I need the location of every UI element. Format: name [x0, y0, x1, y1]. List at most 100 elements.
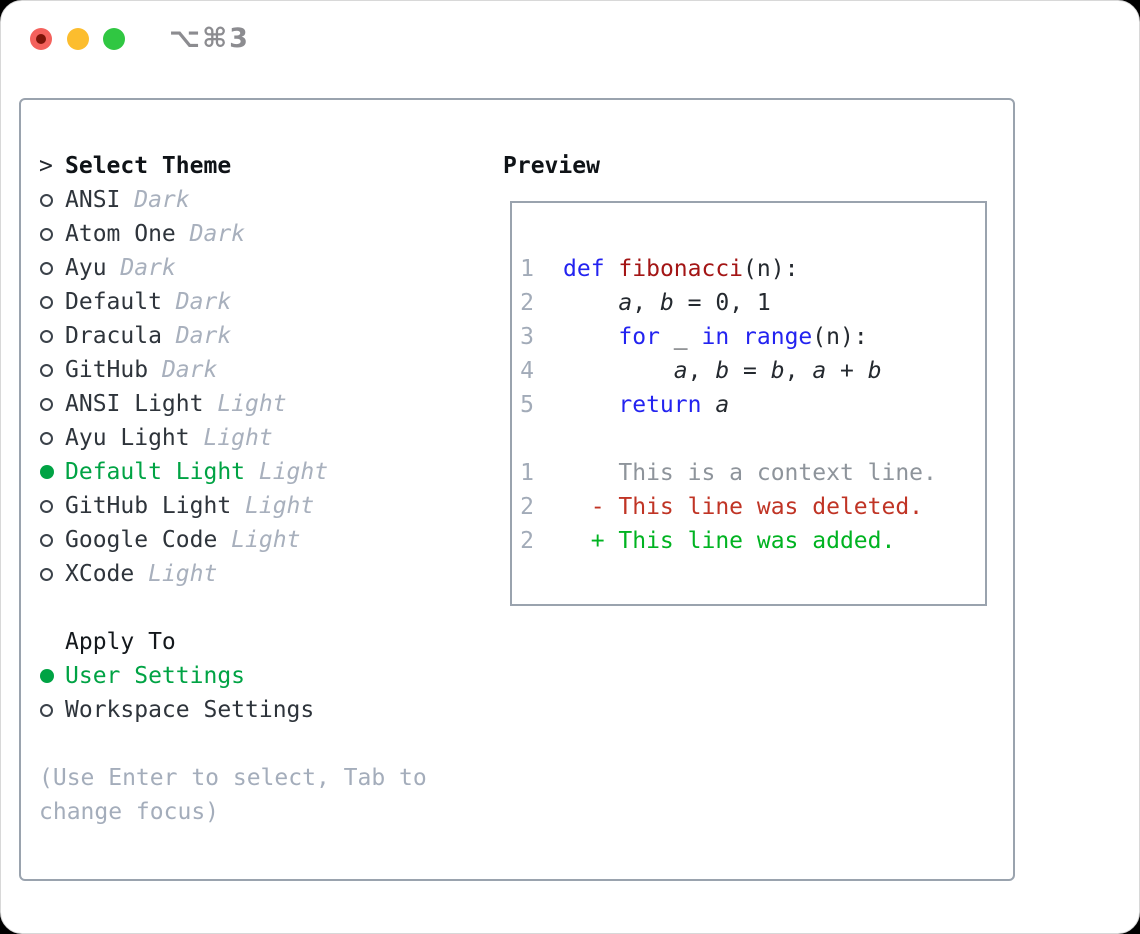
- code-segment-pl: =: [729, 358, 771, 384]
- titlebar: ⌥⌘3: [1, 1, 1139, 61]
- theme-option-github[interactable]: GitHub Dark: [39, 353, 489, 387]
- code-segment-kw: return: [618, 392, 702, 418]
- minimize-button[interactable]: [67, 28, 89, 50]
- code-segment-kw: range: [743, 324, 813, 350]
- apply-to-option-workspace-settings[interactable]: Workspace Settings: [39, 693, 489, 727]
- radio-icon: [39, 703, 65, 717]
- radio-icon: [39, 295, 65, 309]
- theme-variant-label: Dark: [120, 187, 190, 213]
- zoom-button[interactable]: [103, 28, 125, 50]
- code-segment-pl: ,: [632, 290, 660, 316]
- radio-icon: [39, 193, 65, 207]
- radio-icon: [39, 363, 65, 377]
- theme-variant-label: Light: [245, 459, 329, 485]
- preview-title: Preview: [503, 153, 600, 179]
- theme-option-xcode[interactable]: XCode Light: [39, 557, 489, 591]
- theme-option-label: XCode: [65, 561, 135, 587]
- radio-icon: [39, 227, 65, 241]
- preview-code-line: 2 a, b = 0, 1: [520, 286, 985, 320]
- code-segment-pl: (n):: [812, 324, 868, 350]
- code-segment-pl: [563, 290, 618, 316]
- keyboard-hint: (Use Enter to select, Tab to change focu…: [39, 765, 427, 825]
- theme-variant-label: Light: [231, 493, 315, 519]
- apply-to-option-user-settings[interactable]: User Settings: [39, 659, 489, 693]
- theme-option-default-light[interactable]: Default Light Light: [39, 455, 489, 489]
- radio-selected-icon: [39, 669, 65, 683]
- theme-option-label: ANSI Light: [65, 391, 204, 417]
- theme-variant-label: Light: [203, 391, 287, 417]
- code-segment-kw: in: [701, 324, 730, 350]
- code-segment-var: b: [770, 358, 785, 384]
- apply-to-title: Apply To: [65, 629, 176, 655]
- prompt-icon: >: [39, 153, 53, 179]
- code-segment-pl: = 0, 1: [673, 290, 771, 316]
- radio-icon: [39, 329, 65, 343]
- radio-icon: [39, 397, 65, 411]
- theme-variant-label: Dark: [148, 357, 218, 383]
- theme-variant-label: Dark: [161, 289, 232, 315]
- theme-variant-label: Light: [134, 561, 218, 587]
- code-segment-pl: [563, 324, 618, 350]
- theme-variant-label: Dark: [106, 255, 176, 281]
- theme-option-label: GitHub: [65, 357, 149, 383]
- select-theme-title: Select Theme: [65, 153, 232, 179]
- code-segment-add: + This line was added.: [563, 528, 896, 554]
- theme-option-ansi[interactable]: ANSI Dark: [39, 183, 489, 217]
- theme-option-ansi-light[interactable]: ANSI Light Light: [39, 387, 489, 421]
- theme-variant-label: Light: [189, 425, 273, 451]
- theme-variant-label: Light: [217, 527, 301, 553]
- theme-option-github-light[interactable]: GitHub Light Light: [39, 489, 489, 523]
- theme-option-ayu-light[interactable]: Ayu Light Light: [39, 421, 489, 455]
- theme-option-dracula[interactable]: Dracula Dark: [39, 319, 489, 353]
- preview-code-line: 3 for _ in range(n):: [520, 320, 985, 354]
- code-segment-var: b: [659, 290, 674, 316]
- preview-code-line: 5 return a: [520, 388, 985, 422]
- code-segment-var: b: [715, 358, 730, 384]
- radio-icon: [39, 533, 65, 547]
- theme-option-label: Default Light: [65, 459, 246, 485]
- code-segment-var: a: [812, 358, 827, 384]
- preview-diff-line: 2 - This line was deleted.: [520, 490, 985, 524]
- line-number: 2: [520, 528, 534, 554]
- preview-diff-line: 1 This is a context line.: [520, 456, 985, 490]
- code-segment-kw: def: [563, 256, 605, 282]
- theme-option-atom-one[interactable]: Atom One Dark: [39, 217, 489, 251]
- code-segment-pl: +: [826, 358, 868, 384]
- code-segment-pl: ,: [687, 358, 716, 384]
- code-segment-pl: [729, 324, 743, 350]
- unsaved-indicator-dot: [36, 34, 46, 44]
- theme-variant-label: Dark: [161, 323, 232, 349]
- code-segment-del: - This line was deleted.: [563, 494, 924, 520]
- preview-code-line: 4 a, b = b, a + b: [520, 354, 985, 388]
- spacer-row: [39, 591, 489, 625]
- code-segment-pl: [563, 392, 618, 418]
- radio-icon: [39, 261, 65, 275]
- theme-option-label: Google Code: [65, 527, 218, 553]
- theme-option-ayu[interactable]: Ayu Dark: [39, 251, 489, 285]
- code-segment-kw: for: [618, 324, 660, 350]
- theme-option-label: Ayu Light: [65, 425, 190, 451]
- apply-to-option-label: User Settings: [65, 663, 246, 689]
- theme-option-default[interactable]: Default Dark: [39, 285, 489, 319]
- preview-blank-line: [520, 422, 985, 456]
- line-number: 5: [520, 392, 534, 418]
- theme-option-label: GitHub Light: [65, 493, 232, 519]
- radio-selected-icon: [39, 465, 65, 479]
- line-number: 3: [520, 324, 534, 350]
- window-shortcut-label: ⌥⌘3: [169, 23, 250, 54]
- theme-variant-label: Dark: [175, 221, 246, 247]
- select-theme-header: > Select Theme: [39, 149, 489, 183]
- theme-option-label: ANSI: [65, 187, 121, 213]
- theme-option-label: Dracula: [65, 323, 162, 349]
- close-button[interactable]: [30, 28, 52, 50]
- code-segment-var: a: [618, 290, 633, 316]
- code-segment-pl: [701, 392, 715, 418]
- theme-option-google-code[interactable]: Google Code Light: [39, 523, 489, 557]
- code-segment-pl: _: [659, 324, 702, 350]
- code-segment-pl: [563, 358, 674, 384]
